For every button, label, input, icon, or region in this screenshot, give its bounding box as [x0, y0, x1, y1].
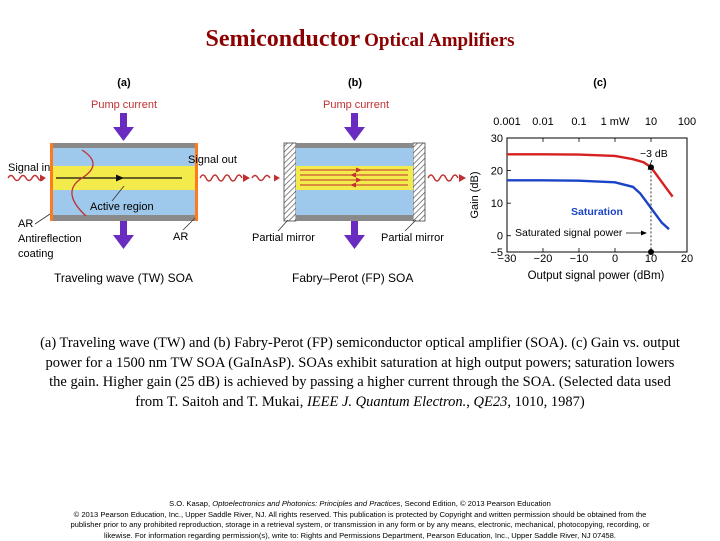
minus-3db-label: −3 dB: [640, 148, 668, 160]
panel-a-active-label: Active region: [90, 201, 154, 213]
panel-b-pump-label: Pump current: [323, 99, 389, 111]
chart-y-tick: 20: [491, 166, 503, 178]
footer-edition: , Second Edition, © 2013 Pearson Educati…: [400, 499, 550, 508]
series-high-gain: [507, 154, 673, 196]
caption-volume: QE23: [474, 394, 508, 410]
figure-caption: (a) Traveling wave (TW) and (b) Fabry-Pe…: [40, 334, 680, 412]
chart-y-axis: 30 20 10 0 −5: [490, 133, 503, 259]
panel-b: (b) Pump current Partial m: [252, 77, 466, 285]
caption-journal: IEEE J. Quantum Electron.: [307, 394, 466, 410]
footer-line-3: publisher prior to any prohibited reprod…: [20, 520, 700, 531]
caption-end: , 1010, 1987): [507, 394, 584, 410]
footer-author: S.O. Kasap,: [169, 499, 212, 508]
caption-sep: ,: [466, 394, 473, 410]
chart-top-tick: 10: [645, 116, 657, 128]
copyright-footer: S.O. Kasap, Optoelectronics and Photonic…: [20, 499, 700, 541]
chart-x-tick: 0: [612, 253, 618, 265]
panel-b-mirror-right: [413, 143, 425, 221]
panel-b-mirror-left-label: Partial mirror: [252, 232, 315, 244]
panel-c-letter: (c): [593, 77, 607, 89]
panel-a-signal-out-wave: [200, 175, 242, 181]
panel-c: (c) 0.001 0.01 0.1 1 mW 10 100 −30 −20 −…: [469, 77, 696, 282]
chart-top-tick: 0.1: [571, 116, 586, 128]
panel-b-caption: Fabry–Perot (FP) SOA: [292, 271, 413, 285]
chart-y-tick: −5: [490, 247, 503, 259]
chart-x-axis: −30 −20 −10 0 10 20: [498, 253, 693, 265]
chart-x-tick: −10: [570, 253, 589, 265]
panel-a-ar-left: [50, 143, 53, 221]
series-low-gain: [507, 180, 669, 229]
saturation-label: Saturation: [571, 206, 623, 218]
chart-x-label: Output signal power (dBm): [528, 270, 665, 282]
panel-a-signal-in-wave: [8, 176, 44, 181]
saturated-power-label: Saturated signal power: [515, 227, 623, 239]
figure: (a) Pump current Signal in Signal out Ac…: [0, 0, 720, 300]
chart-top-axis: 0.001 0.01 0.1 1 mW 10 100: [493, 116, 696, 128]
panel-a-signal-out-label: Signal out: [188, 154, 237, 166]
footer-book-title: Optoelectronics and Photonics: Principle…: [212, 499, 400, 508]
panel-a-pump-out-arrow-icon: [113, 221, 134, 249]
panel-a-ar-right-label: AR: [173, 231, 188, 243]
panel-b-mirror-left: [284, 143, 296, 221]
chart-top-tick: 0.001: [493, 116, 521, 128]
panel-a-caption: Traveling wave (TW) SOA: [54, 271, 193, 285]
panel-a-coating-label: coating: [18, 248, 53, 260]
chart-y-tick: 0: [497, 231, 503, 243]
chart-x-tick: 20: [681, 253, 693, 265]
footer-line-1: S.O. Kasap, Optoelectronics and Photonic…: [20, 499, 700, 510]
chart-y-label: Gain (dB): [469, 171, 481, 218]
panel-b-mirror-right-label: Partial mirror: [381, 232, 444, 244]
panel-a-pump-label: Pump current: [91, 99, 157, 111]
panel-a: (a) Pump current Signal in Signal out Ac…: [8, 77, 250, 285]
footer-line-2: © 2013 Pearson Education, Inc., Upper Sa…: [20, 510, 700, 521]
chart-y-tick: 10: [491, 198, 503, 210]
panel-a-ar-left-label: AR: [18, 218, 33, 230]
panel-b-pump-out-arrow-icon: [344, 221, 365, 249]
chart-top-tick: 100: [678, 116, 696, 128]
chart-top-tick: 1 mW: [601, 116, 630, 128]
panel-a-letter: (a): [117, 77, 131, 89]
chart-top-tick: 0.01: [532, 116, 553, 128]
chart-y-tick: 30: [491, 133, 503, 145]
panel-b-pump-arrow-icon: [344, 113, 365, 141]
panel-a-antireflection-label: Antireflection: [18, 233, 82, 245]
footer-line-4: likewise. For information regarding perm…: [20, 531, 700, 541]
panel-b-letter: (b): [348, 77, 362, 89]
panel-a-pump-arrow-icon: [113, 113, 134, 141]
chart-x-tick: −20: [534, 253, 553, 265]
panel-a-signal-in-label: Signal in: [8, 162, 50, 174]
